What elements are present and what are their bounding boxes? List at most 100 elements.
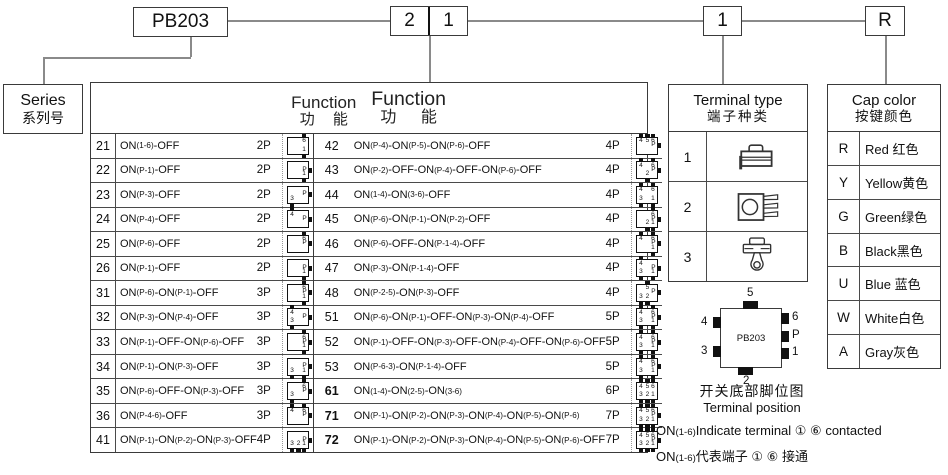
function-description: ON(P-3)-ON(P-4)-OFF — [120, 311, 219, 324]
function-code: 34 — [91, 354, 116, 379]
terminal-type-row-3: 3 — [669, 232, 807, 281]
chip-label: PB203 — [736, 332, 766, 344]
poles-value: 3P — [256, 385, 271, 398]
cap-color-code: B — [828, 233, 860, 267]
connector-line — [722, 36, 724, 84]
function-description: ON(P-6)-OFF — [120, 237, 181, 250]
cap-color-name: Blue 蓝色 — [865, 277, 921, 293]
poles-value: 2P — [256, 139, 271, 152]
poles-value: 2P — [256, 164, 271, 177]
poles-value: 2P — [256, 188, 271, 201]
function-description: ON(P-2-5)-ON(P-3)-OFF — [353, 286, 460, 299]
chip-pin-2 — [738, 367, 753, 375]
function-table-header: Function 功 能 Function 功 能 — [91, 83, 647, 134]
function-header-zh: 功 能 — [299, 111, 355, 129]
function-description: ON(P-1)-OFF-ON(P-6)-OFF — [120, 336, 245, 349]
poles-value: 4P — [605, 188, 620, 201]
function-header-right: Function 功 能 — [370, 89, 446, 126]
function-code: 45 — [324, 212, 339, 227]
color-code-box: R — [865, 6, 905, 36]
poles-value: 5P — [605, 336, 620, 349]
poles-value: 2P — [256, 237, 271, 250]
function-code: 21 — [91, 134, 116, 158]
chip-pin-P — [781, 331, 789, 342]
series-label-box: Series 系列号 — [3, 84, 83, 134]
function-description: ON(P-6-3)-ON(P-1-4)-OFF — [353, 360, 467, 373]
connector-line — [742, 20, 865, 22]
function-description: ON(P-1)-ON(P-2)-ON(P-3)-OFF — [120, 434, 257, 447]
function-description: ON(P-1)-OFF — [120, 262, 181, 275]
function-code-box: 2 1 — [390, 6, 468, 36]
poles-value: 5P — [605, 311, 620, 324]
poles-value: 4P — [256, 434, 271, 447]
function-description: ON(1-4)-ON(2-5)-ON(3-6) — [353, 385, 463, 398]
poles-value: 4P — [605, 164, 620, 177]
cap-color-name: Black黑色 — [865, 243, 923, 259]
cap-color-name: White白色 — [865, 311, 925, 327]
function-code: 25 — [91, 232, 116, 256]
terminal-code-box: 1 — [703, 6, 742, 36]
cap-color-code: U — [828, 267, 860, 301]
connector-line — [190, 36, 192, 57]
poles-value: 3P — [256, 311, 271, 324]
function-header-left: Function 功 能 — [291, 94, 356, 128]
pinout-caption-zh: 开关底部脚位图 — [699, 383, 805, 399]
chip-pin-label-5: 5 — [747, 287, 754, 299]
terminal-type-table: Terminal type 端子种类 1 2 3 — [668, 84, 808, 282]
function-code: 46 — [324, 236, 339, 251]
connector-line — [228, 20, 390, 22]
function-description: ON(P-3)-ON(P-1-4)-OFF — [353, 262, 460, 275]
terminal-digit: 1 — [717, 10, 728, 31]
function-code: 35 — [91, 379, 116, 403]
function-description: ON(P-1)-ON(P-2)-ON(P-3)-ON(P-4)-ON(P-5)-… — [353, 434, 606, 447]
function-header-en2: Function — [371, 88, 446, 111]
series-label-zh: 系列号 — [22, 110, 64, 127]
function-code: 71 — [324, 408, 339, 423]
cap-color-row-U: U Blue 蓝色 — [828, 267, 940, 302]
chip-pin-3 — [713, 346, 721, 357]
function-code: 44 — [324, 187, 339, 202]
function-header-en: Function — [291, 93, 357, 113]
function-code: 48 — [324, 285, 339, 300]
terminal-type-code: 3 — [669, 232, 707, 281]
poles-value: 4P — [605, 213, 620, 226]
terminal-type-title-zh: 端子种类 — [707, 108, 769, 124]
function-description: ON(P-1)-OFF — [120, 164, 181, 177]
